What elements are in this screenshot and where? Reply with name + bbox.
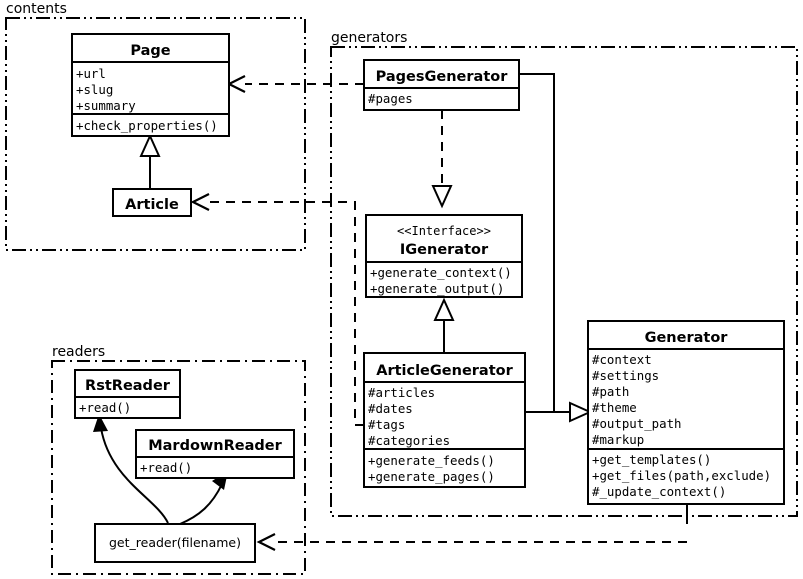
hollow-triangle-arrowhead bbox=[139, 133, 161, 157]
class-generator-method: +get_templates() bbox=[592, 452, 711, 467]
class-rstreader-method: +read() bbox=[79, 400, 131, 415]
class-generator-attribute: #markup bbox=[592, 432, 644, 447]
edge-pagesgenerator-to-page bbox=[226, 75, 364, 93]
class-rstreader[interactable]: RstReader +read() bbox=[74, 369, 181, 419]
package-generators-border bbox=[330, 46, 798, 517]
class-article-box bbox=[112, 188, 192, 217]
edge-article-to-page bbox=[139, 133, 161, 190]
class-generator-title: Generator bbox=[645, 330, 729, 346]
edge-pagesgenerator-to-igenerator bbox=[431, 110, 453, 209]
class-article[interactable]: Article bbox=[112, 188, 192, 217]
package-generators-label: generators bbox=[331, 30, 407, 46]
function-get-reader[interactable]: get_reader(filename) bbox=[94, 523, 256, 563]
hollow-triangle-arrowhead bbox=[569, 401, 593, 423]
edge-getreader-to-rstreader bbox=[93, 414, 169, 524]
class-articlegenerator-method: +generate_pages() bbox=[368, 469, 495, 484]
class-mardownreader-title: MardownReader bbox=[148, 438, 282, 454]
edge-generators-to-generator bbox=[519, 73, 593, 423]
class-generator-attribute: #theme bbox=[592, 400, 637, 415]
open-arrowhead bbox=[256, 533, 276, 551]
class-mardownreader[interactable]: MardownReader +read() bbox=[135, 429, 295, 479]
class-generator-attribute: #context bbox=[592, 352, 652, 367]
class-rstreader-box bbox=[74, 369, 181, 419]
class-page-attribute: +url bbox=[76, 66, 106, 81]
class-igenerator-method: +generate_context() bbox=[370, 265, 512, 280]
hollow-triangle-arrowhead bbox=[431, 185, 453, 209]
class-articlegenerator-method: +generate_feeds() bbox=[368, 453, 495, 468]
package-contents-label: contents bbox=[6, 1, 67, 17]
class-mardownreader-box bbox=[135, 429, 295, 479]
package-readers: readers bbox=[51, 344, 306, 575]
edge-articlegenerator-to-igenerator bbox=[433, 297, 455, 353]
class-pagesgenerator-box bbox=[363, 59, 520, 111]
class-pagesgenerator-attribute: #pages bbox=[368, 91, 413, 106]
class-pagesgenerator-title: PagesGenerator bbox=[376, 69, 509, 85]
class-articlegenerator-attribute: #categories bbox=[368, 433, 450, 448]
class-generator-method: +get_files(path,exclude) bbox=[592, 468, 771, 483]
package-readers-border bbox=[51, 360, 306, 575]
edge-articlegenerator-to-article bbox=[190, 193, 364, 426]
hollow-triangle-arrowhead bbox=[433, 297, 455, 321]
class-mardownreader-method: +read() bbox=[140, 460, 192, 475]
class-page-attribute: +slug bbox=[76, 82, 113, 97]
class-generator[interactable]: Generator #context #settings #path #them… bbox=[587, 320, 785, 505]
class-igenerator-method: +generate_output() bbox=[370, 281, 504, 296]
class-igenerator[interactable]: <<Interface>> IGenerator +generate_conte… bbox=[365, 214, 523, 298]
class-igenerator-stereotype: <<Interface>> bbox=[397, 224, 491, 238]
edge-generator-to-getreader bbox=[256, 504, 688, 551]
class-generator-attribute: #output_path bbox=[592, 416, 682, 431]
class-rstreader-title: RstReader bbox=[85, 378, 171, 394]
function-get-reader-box bbox=[94, 523, 256, 563]
class-generator-attribute: #settings bbox=[592, 368, 659, 383]
open-arrowhead bbox=[226, 75, 246, 93]
class-article-title: Article bbox=[125, 197, 179, 213]
package-generators: generators bbox=[330, 30, 798, 517]
class-articlegenerator-attribute: #articles bbox=[368, 385, 435, 400]
class-page-method: +check_properties() bbox=[76, 118, 218, 133]
class-articlegenerator-box bbox=[363, 352, 526, 488]
function-get-reader-label: get_reader(filename) bbox=[109, 535, 241, 550]
filled-arrowhead bbox=[93, 414, 108, 432]
package-contents: contents bbox=[5, 1, 306, 251]
class-generator-method: #_update_context() bbox=[592, 484, 726, 499]
class-igenerator-box bbox=[365, 214, 523, 298]
package-readers-label: readers bbox=[52, 344, 105, 360]
class-articlegenerator-attribute: #dates bbox=[368, 401, 413, 416]
class-page-box bbox=[71, 33, 230, 137]
open-arrowhead bbox=[190, 193, 210, 211]
class-page-attribute: +summary bbox=[76, 98, 136, 113]
class-pagesgenerator[interactable]: PagesGenerator #pages bbox=[363, 59, 520, 111]
class-generator-box bbox=[587, 320, 785, 505]
class-articlegenerator[interactable]: ArticleGenerator #articles #dates #tags … bbox=[363, 352, 526, 488]
package-contents-border bbox=[5, 17, 306, 251]
class-page-title: Page bbox=[130, 43, 170, 59]
class-articlegenerator-attribute: #tags bbox=[368, 417, 405, 432]
class-articlegenerator-title: ArticleGenerator bbox=[376, 363, 513, 379]
class-page[interactable]: Page +url +slug +summary +check_properti… bbox=[71, 33, 230, 137]
class-igenerator-title: IGenerator bbox=[400, 242, 489, 258]
class-generator-attribute: #path bbox=[592, 384, 629, 399]
